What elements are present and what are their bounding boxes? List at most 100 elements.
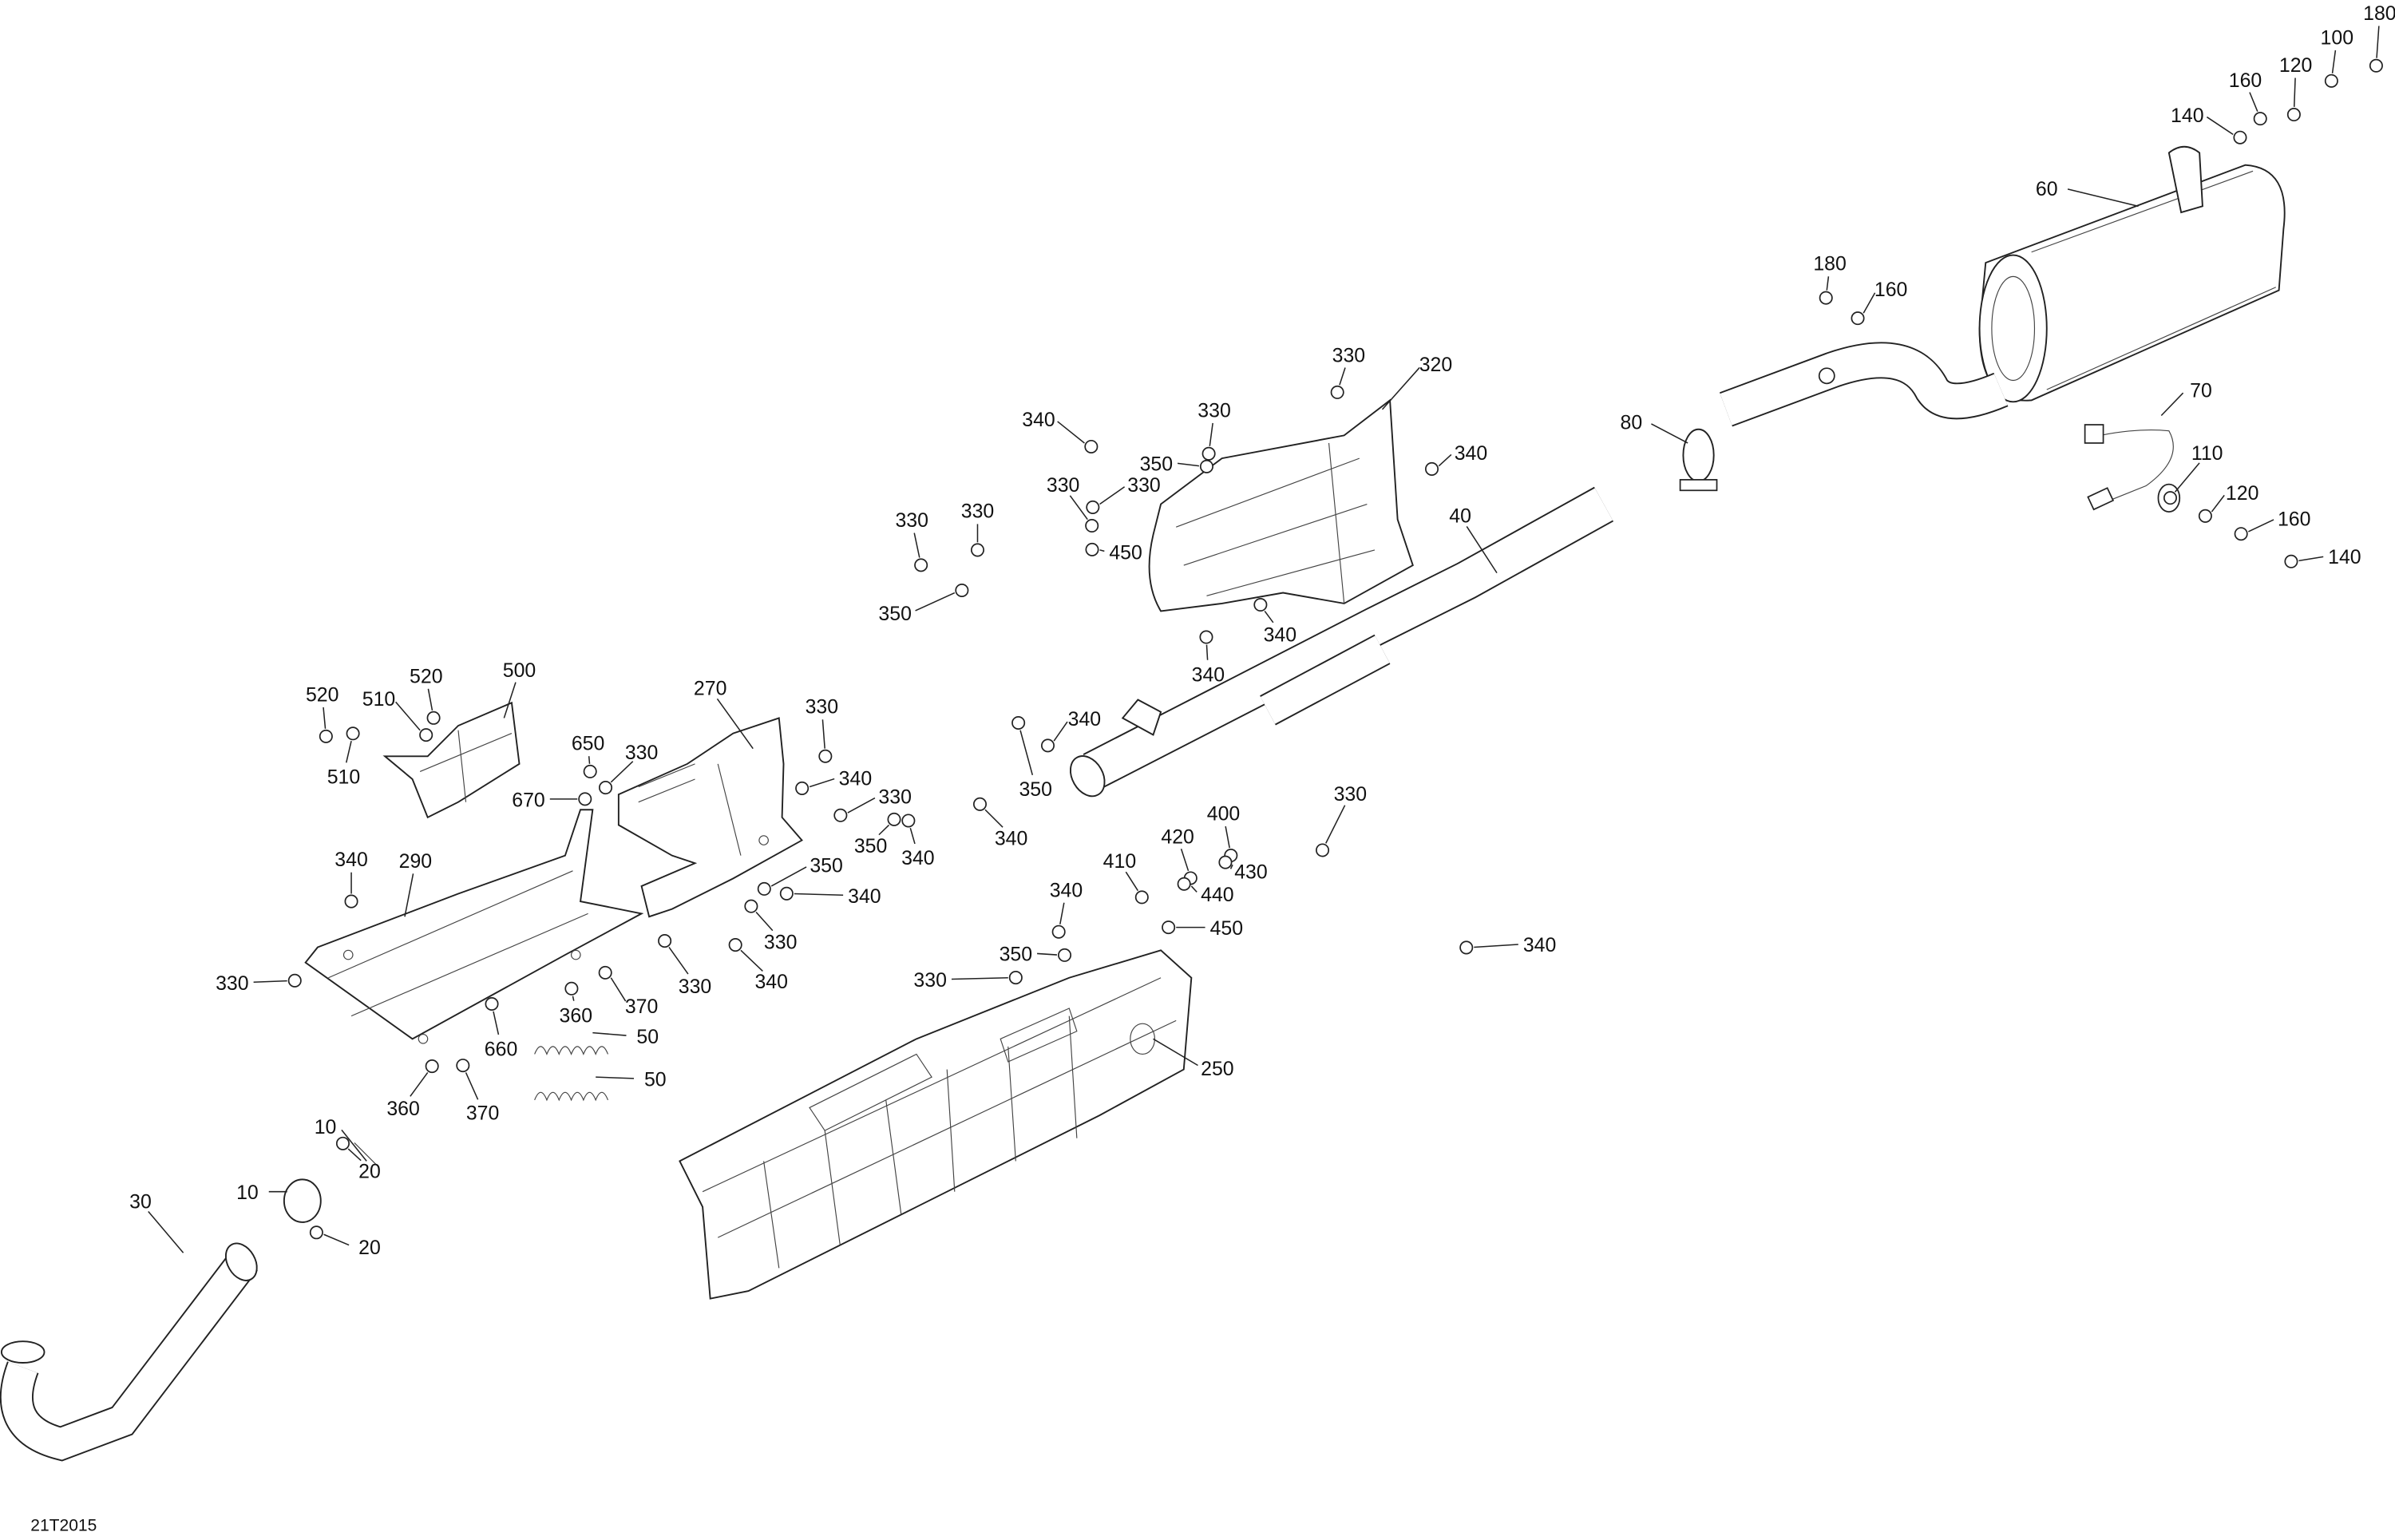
fastener-part xyxy=(1253,597,1268,612)
fastener-part xyxy=(1085,518,1099,533)
fastener-part xyxy=(485,996,499,1011)
leader-line xyxy=(465,1072,479,1100)
callout-label: 330 xyxy=(961,501,994,523)
callout-label: 10 xyxy=(236,1182,259,1204)
fastener-part xyxy=(1162,920,1176,935)
sensor-part-70 xyxy=(2084,424,2181,513)
fastener-part xyxy=(2234,527,2248,541)
leader-line xyxy=(253,980,287,984)
fastener-part xyxy=(1316,843,1330,857)
gasket-part-10 xyxy=(354,1142,379,1168)
heat-shield-part-500 xyxy=(382,701,521,819)
callout-label: 370 xyxy=(625,996,658,1018)
heat-shield-part-250 xyxy=(679,949,1193,1300)
fastener-part xyxy=(1851,311,1865,326)
callout-label: 650 xyxy=(572,733,604,755)
callout-label: 330 xyxy=(895,509,928,532)
leader-line xyxy=(427,688,433,711)
callout-label: 340 xyxy=(1192,664,1225,687)
leader-line xyxy=(740,949,763,972)
leader-line xyxy=(716,698,754,750)
leader-line xyxy=(1205,644,1209,660)
callout-label: 370 xyxy=(466,1103,499,1125)
callout-label: 350 xyxy=(1140,453,1173,475)
fastener-part xyxy=(309,1225,323,1240)
leader-lines xyxy=(148,26,2380,1253)
fastener-part xyxy=(599,781,613,795)
callout-label: 670 xyxy=(512,789,544,811)
fastener-part xyxy=(1134,890,1149,905)
muffler-part-60 xyxy=(1978,145,2286,403)
callout-label: 330 xyxy=(1127,474,1160,497)
callout-label: 350 xyxy=(854,835,887,857)
callout-label: 350 xyxy=(1000,944,1032,966)
leader-line xyxy=(345,740,352,763)
leader-line xyxy=(1099,486,1126,505)
fastener-part xyxy=(456,1059,470,1073)
callout-label: 340 xyxy=(839,768,872,790)
callout-label: 320 xyxy=(1419,354,1452,376)
callout-label: 160 xyxy=(2229,69,2262,92)
callout-label: 400 xyxy=(1207,803,1240,825)
leader-line xyxy=(1059,902,1065,924)
fastener-part xyxy=(2163,491,2177,505)
fastener-part xyxy=(1201,446,1216,461)
callout-label: 330 xyxy=(878,786,911,809)
fastener-part xyxy=(658,934,672,948)
callout-label: 270 xyxy=(694,678,726,700)
fastener-part xyxy=(2284,554,2298,568)
leader-line xyxy=(1019,730,1034,776)
leader-line xyxy=(1229,864,1233,869)
callout-label: 350 xyxy=(1019,778,1051,801)
leader-line xyxy=(588,756,591,764)
leader-line xyxy=(1125,871,1139,892)
fastener-part xyxy=(319,729,333,743)
fastener-part xyxy=(426,711,441,725)
fastener-part xyxy=(795,781,810,795)
leader-line xyxy=(610,977,627,1002)
callout-label: 250 xyxy=(1201,1058,1233,1080)
leader-line xyxy=(1180,849,1190,872)
callout-label: 340 xyxy=(1455,442,1487,465)
callout-label: 180 xyxy=(1813,253,1846,275)
callout-label: 40 xyxy=(1449,505,1471,527)
callout-label: 360 xyxy=(560,1004,592,1027)
leader-line xyxy=(1153,1038,1198,1067)
leader-line xyxy=(592,1031,627,1036)
fastener-part xyxy=(887,812,901,826)
leader-line xyxy=(341,1129,367,1162)
callout-label: 660 xyxy=(485,1038,517,1060)
leader-line xyxy=(610,761,634,783)
callout-label: 140 xyxy=(2171,105,2203,127)
callout-label: 330 xyxy=(216,972,248,995)
fastener-part xyxy=(1051,924,1066,939)
leader-line xyxy=(770,866,807,887)
fastener-part xyxy=(1459,940,1474,955)
fastener-part xyxy=(2324,73,2338,88)
leader-line xyxy=(794,893,844,897)
callout-label: 520 xyxy=(306,683,338,706)
callout-label: 410 xyxy=(1103,850,1136,873)
fastener-part xyxy=(1218,855,1233,869)
leader-line xyxy=(1438,453,1452,467)
leader-line xyxy=(1381,366,1420,410)
callout-label: 100 xyxy=(2321,26,2353,49)
gasket-ring-part-10 xyxy=(283,1178,322,1223)
fastener-part xyxy=(833,808,848,822)
fastener-part xyxy=(2369,58,2383,73)
callout-label: 10 xyxy=(315,1116,337,1138)
leader-line xyxy=(596,1076,635,1079)
leader-line xyxy=(755,911,774,932)
callout-label: 340 xyxy=(1050,879,1083,901)
spring-part-50 xyxy=(534,1046,609,1102)
fastener-part xyxy=(1199,459,1213,473)
leader-line xyxy=(1826,276,1830,291)
leader-line xyxy=(668,947,689,975)
fastener-part xyxy=(1330,385,1344,399)
fastener-part xyxy=(728,938,742,952)
callout-label: 340 xyxy=(1068,708,1101,730)
fastener-part xyxy=(2233,130,2247,144)
callout-label: 290 xyxy=(399,850,432,873)
leader-line xyxy=(323,1233,350,1246)
fastener-part xyxy=(2198,509,2212,523)
